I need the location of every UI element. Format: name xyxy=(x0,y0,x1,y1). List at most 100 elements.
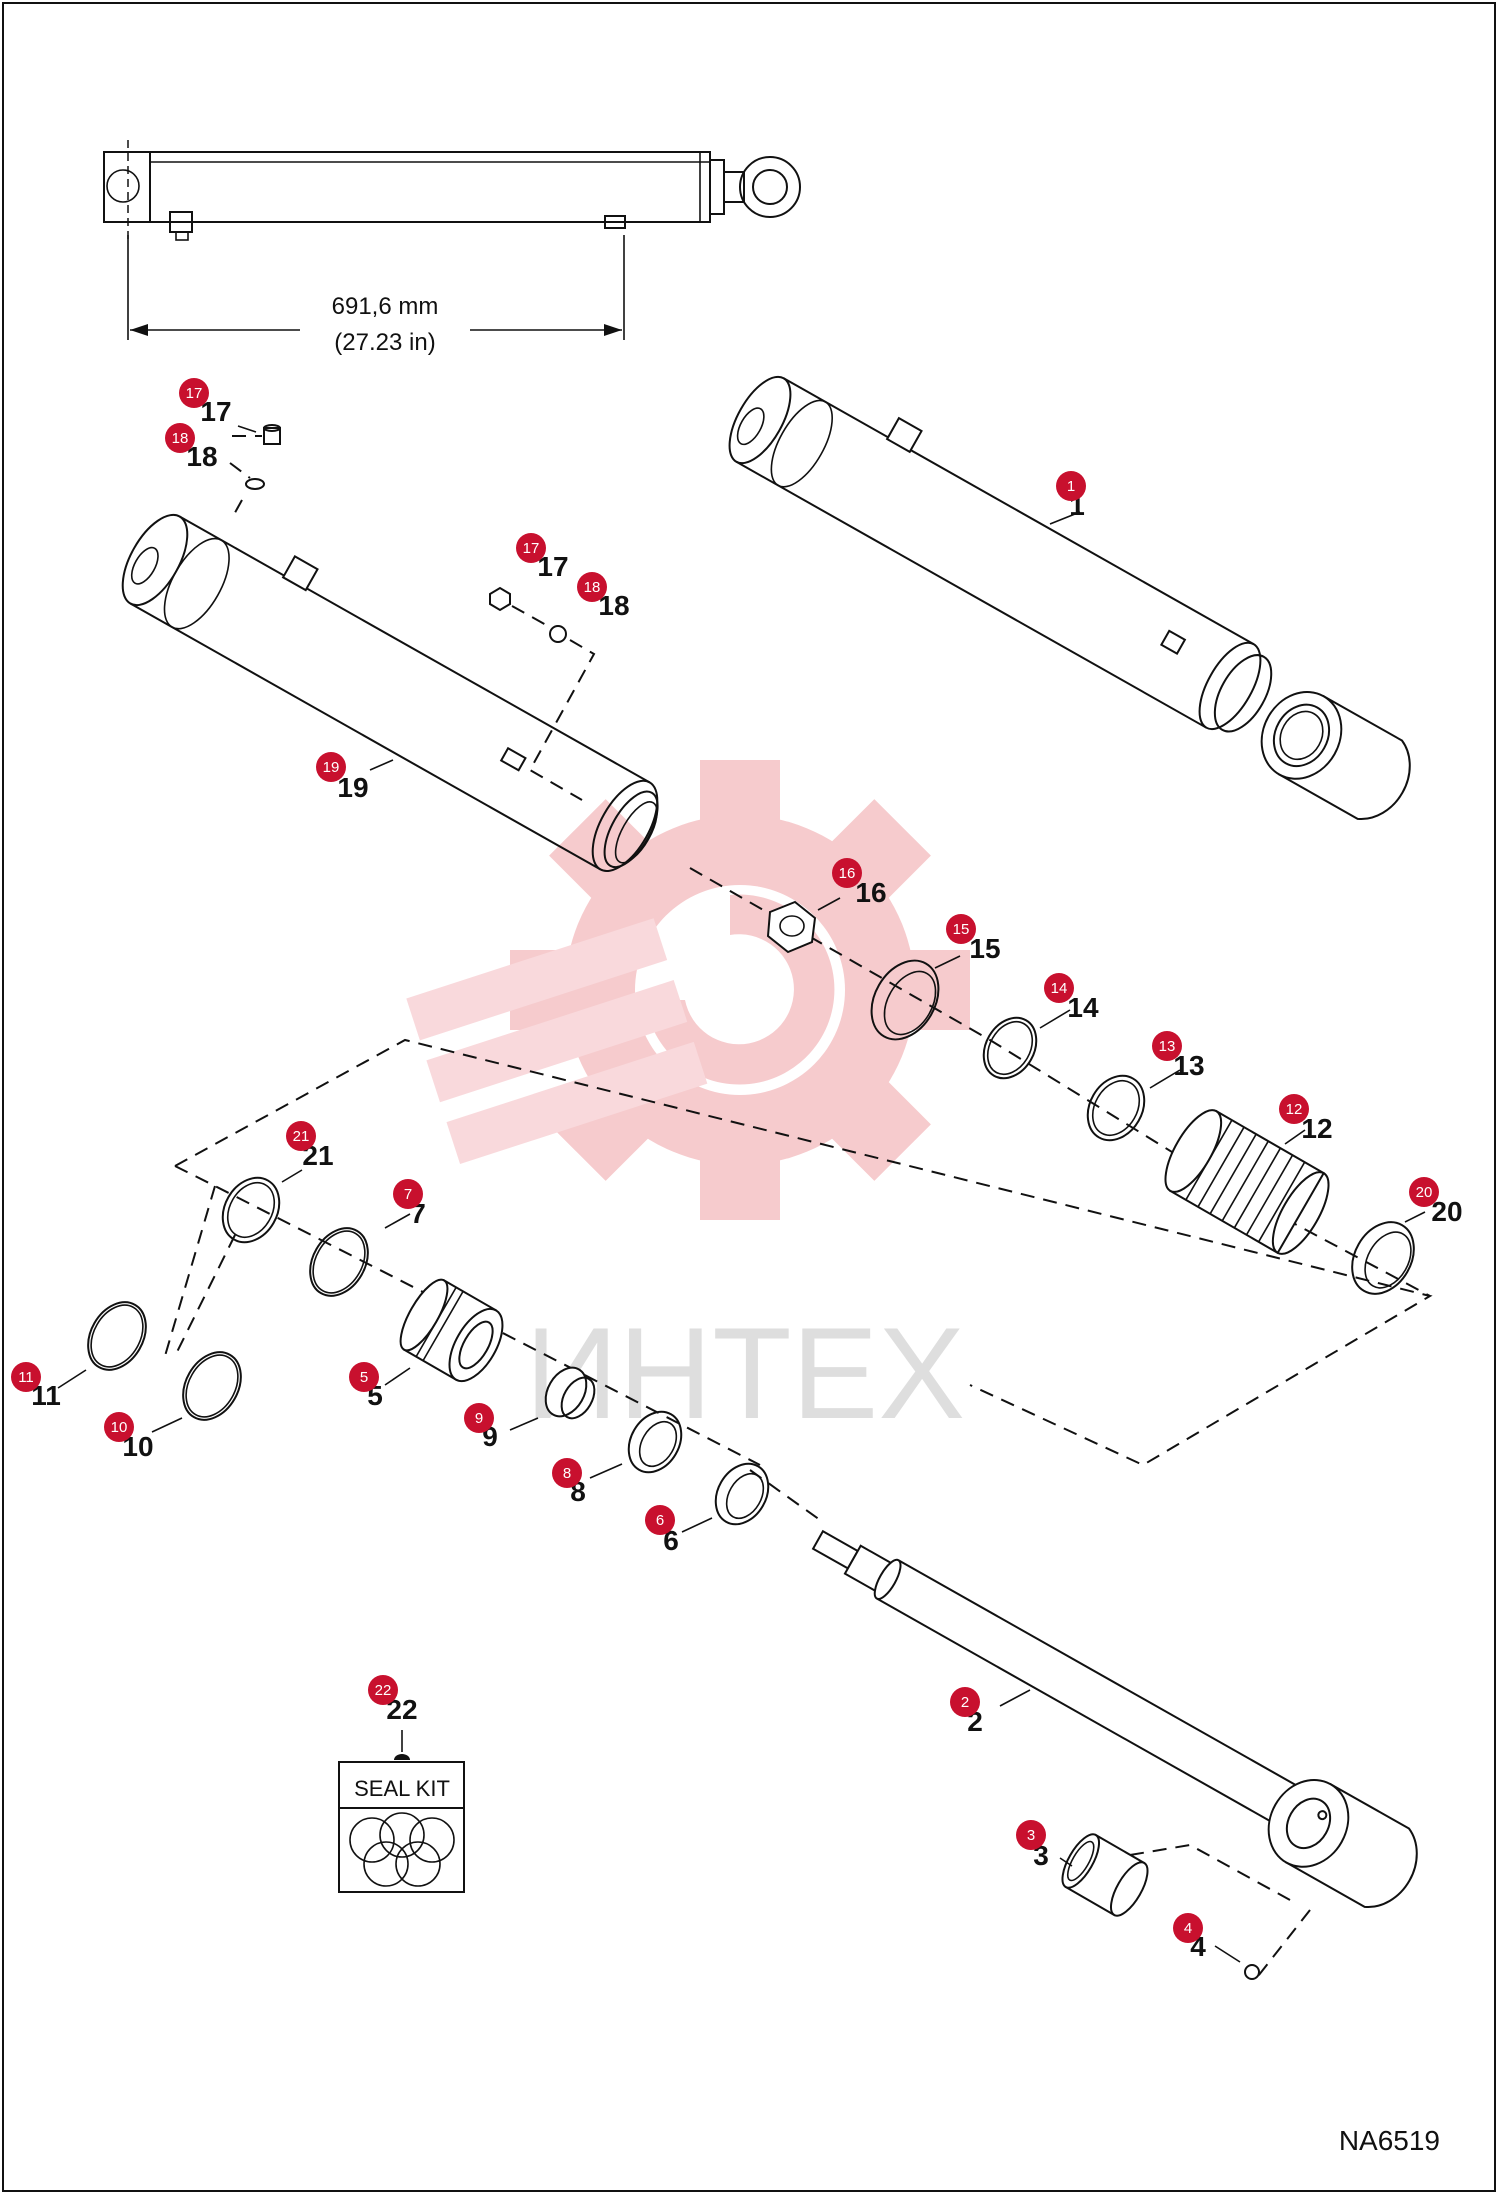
callout-badge-number: 3 xyxy=(1027,1827,1035,1844)
dimension-metric: 691,6 mm xyxy=(332,293,439,320)
oring-part-11 xyxy=(87,1301,147,1371)
oring-part-10 xyxy=(182,1351,242,1421)
fitting-part-17-lower xyxy=(489,586,511,612)
callout-7: 77 xyxy=(393,1179,426,1229)
grease-fitting-part-4 xyxy=(1244,1964,1260,1980)
callout-number: 20 xyxy=(1431,1196,1462,1227)
callout-badge-circle xyxy=(832,858,862,888)
wear-ring-part-15 xyxy=(870,959,940,1041)
callout-badge-number: 10 xyxy=(111,1419,128,1436)
callout-badge-number: 12 xyxy=(1286,1101,1303,1118)
callout-5: 55 xyxy=(349,1362,383,1411)
callout-badge-circle xyxy=(316,752,346,782)
callout-badge-circle xyxy=(349,1362,379,1392)
callout-badge-circle xyxy=(104,1412,134,1442)
callout-badge-number: 22 xyxy=(375,1682,392,1699)
cylinder-assembly-part-1 xyxy=(728,375,1411,821)
callout-number: 19 xyxy=(337,772,368,803)
callout-badge-number: 13 xyxy=(1159,1038,1176,1055)
seal-part-13 xyxy=(1086,1074,1146,1142)
callout-badge-circle xyxy=(368,1675,398,1705)
callout-badge-number: 1 xyxy=(1067,478,1075,495)
callout-3: 33 xyxy=(1016,1820,1049,1871)
piston-part-12 xyxy=(1164,1109,1330,1255)
oring-part-18-lower xyxy=(549,625,567,643)
oring-part-14 xyxy=(982,1016,1038,1080)
watermark-text: ИНТЕХ xyxy=(525,1300,965,1446)
callout-badge-circle xyxy=(1044,973,1074,1003)
bushing-part-9 xyxy=(544,1366,596,1420)
callout-badge-number: 8 xyxy=(563,1465,571,1482)
callout-badge-number: 15 xyxy=(953,921,970,938)
callout-badge-circle xyxy=(464,1403,494,1433)
callout-badge-circle xyxy=(1016,1820,1046,1850)
callout-1: 11 xyxy=(1056,471,1086,521)
callout-9: 99 xyxy=(464,1403,498,1452)
barrel-part-19 xyxy=(121,513,659,873)
bushing-part-3 xyxy=(1061,1833,1149,1917)
callout-number: 12 xyxy=(1301,1113,1332,1144)
callout-badge-number: 17 xyxy=(523,540,540,557)
callout-badge-circle xyxy=(645,1505,675,1535)
dimension-imperial: (27.23 in) xyxy=(334,329,435,356)
oring-part-18-upper xyxy=(245,478,265,490)
callout-badge-number: 18 xyxy=(584,579,601,596)
callout-badge-number: 19 xyxy=(323,759,340,776)
callout-2: 22 xyxy=(950,1687,983,1737)
callout-number: 16 xyxy=(855,877,886,908)
callout-badge-circle xyxy=(165,423,195,453)
callout-badge-number: 20 xyxy=(1416,1184,1433,1201)
callout-6: 66 xyxy=(645,1505,679,1556)
callout-badge-circle xyxy=(552,1458,582,1488)
callout-badge-circle xyxy=(286,1121,316,1151)
callout-badge-number: 17 xyxy=(186,385,203,402)
callout-badge-circle xyxy=(1173,1913,1203,1943)
seal-part-8 xyxy=(627,1410,683,1474)
seal-kit-part-22: SEAL KIT xyxy=(338,1730,465,1893)
callout-badge-number: 5 xyxy=(360,1369,368,1386)
callout-number: 15 xyxy=(969,933,1000,964)
callout-layer: 1717181811171718181919161615151414131312… xyxy=(11,378,1463,1962)
oring-part-7 xyxy=(309,1227,369,1297)
callout-badge-circle xyxy=(1279,1094,1309,1124)
rod-part-2 xyxy=(811,1529,1418,1909)
callout-badge-circle xyxy=(950,1687,980,1717)
leader-lines xyxy=(57,425,1426,1963)
callout-badge-circle xyxy=(1409,1177,1439,1207)
callout-badge-number: 11 xyxy=(18,1369,34,1386)
callout-badge-number: 6 xyxy=(656,1512,664,1529)
nut-part-16 xyxy=(766,900,817,954)
seal-kit-label: SEAL KIT xyxy=(354,1776,450,1801)
callout-badge-circle xyxy=(577,572,607,602)
callout-badge-number: 14 xyxy=(1051,980,1068,997)
callout-badge-number: 2 xyxy=(961,1694,969,1711)
oring-part-21 xyxy=(221,1176,281,1244)
callout-badge-circle xyxy=(11,1362,41,1392)
callout-badge-number: 7 xyxy=(404,1186,412,1203)
callout-badge-circle xyxy=(393,1179,423,1209)
callout-badge-circle xyxy=(1056,471,1086,501)
gland-part-5 xyxy=(399,1278,504,1383)
callout-badge-circle xyxy=(516,533,546,563)
callout-badge-circle xyxy=(946,914,976,944)
callout-badge-number: 4 xyxy=(1184,1920,1192,1937)
assembled-cylinder-dimension-view: 691,6 mm (27.23 in) xyxy=(103,140,801,356)
callout-4: 44 xyxy=(1173,1913,1206,1962)
callout-badge-number: 21 xyxy=(293,1128,310,1145)
